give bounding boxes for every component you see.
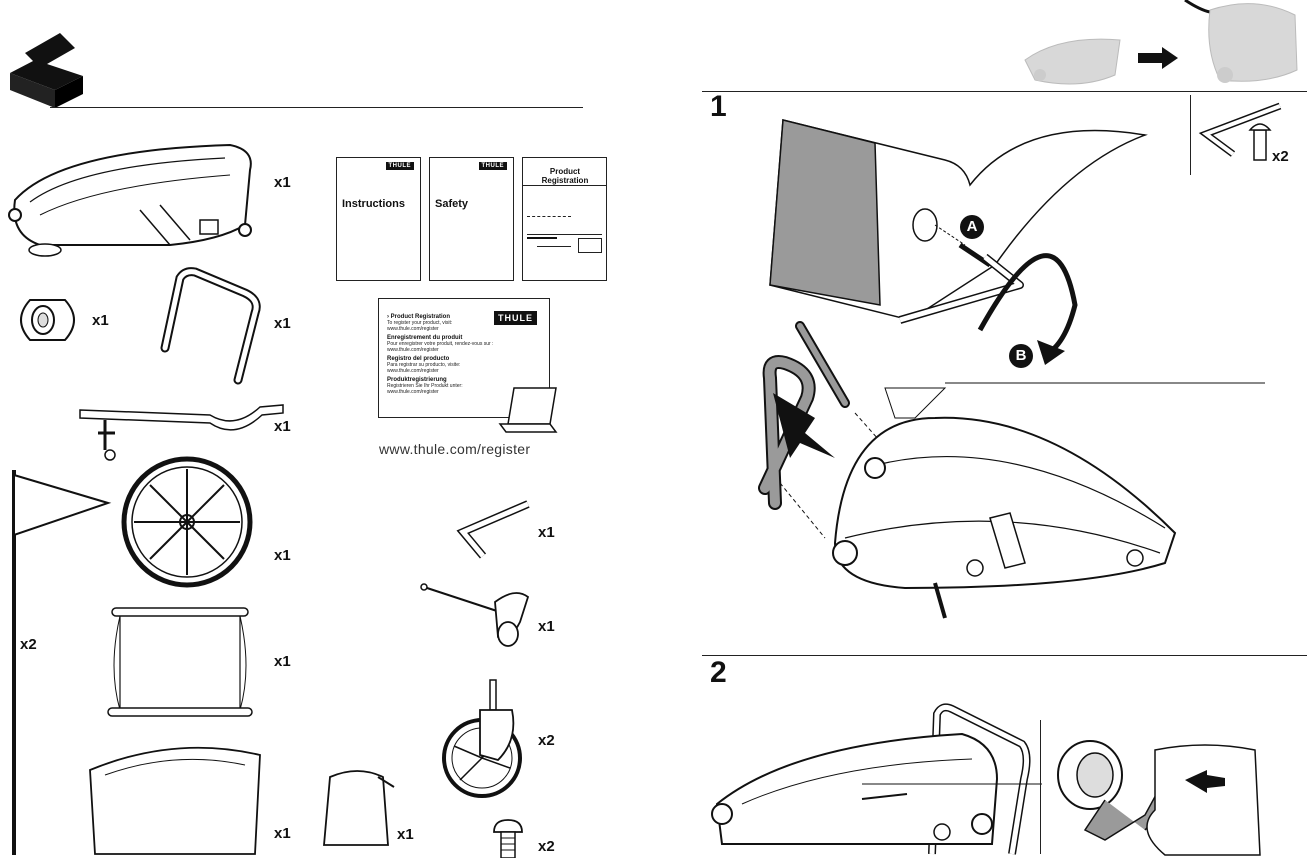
storage-pouch-illustration bbox=[323, 770, 395, 846]
stroller-wheel-illustration bbox=[442, 679, 522, 798]
register-url: www.thule.com/register bbox=[379, 441, 531, 457]
parts-box-icon bbox=[10, 33, 83, 108]
safety-booklet: THULE Safety bbox=[429, 157, 514, 281]
trailer-bumper-step-illustration bbox=[711, 703, 1042, 855]
product-registration-title: Product Registration bbox=[541, 167, 589, 185]
registration-line-en: To register your product, visit: www.thu… bbox=[387, 320, 453, 332]
safety-brand-tag: THULE bbox=[478, 162, 507, 170]
wheel-illustration bbox=[121, 456, 253, 588]
registration-line-de: Registrieren Sie Ihr Produkt unter: www.… bbox=[387, 383, 463, 395]
product-registration-card: Product Registration bbox=[522, 157, 607, 281]
safety-title: Safety bbox=[435, 198, 469, 210]
registration-line-es: Para registrar su producto, visite: www.… bbox=[387, 362, 461, 374]
trailer-body-qty: x1 bbox=[274, 174, 291, 191]
registration-heading-fr: Enregistrement du produit bbox=[387, 335, 463, 341]
sun-shade-illustration bbox=[107, 607, 253, 717]
hex-key-qty: x1 bbox=[538, 524, 555, 541]
instructions-brand-tag: THULE bbox=[385, 162, 414, 170]
step-2-number: 2 bbox=[710, 656, 727, 689]
registration-heading-en: › Product Registration bbox=[387, 314, 451, 320]
bolt-qty: x2 bbox=[538, 838, 555, 855]
registration-line-fr: Pour enregistrer votre produit, rendez-v… bbox=[387, 341, 494, 353]
handlebar-attachment-detail bbox=[769, 119, 1148, 365]
handlebar-qty: x1 bbox=[274, 315, 291, 332]
hex-key-illustration bbox=[456, 500, 530, 559]
quick-release-qty: x1 bbox=[538, 618, 555, 635]
step-1-number: 1 bbox=[710, 90, 727, 123]
registration-heading-es: Registro del producto bbox=[387, 356, 450, 362]
handlebar-illustration bbox=[160, 267, 261, 385]
tow-arm-qty: x1 bbox=[274, 418, 291, 435]
stroller-wheel-qty: x2 bbox=[538, 732, 555, 749]
step-2-inset-divider bbox=[1040, 720, 1041, 854]
instructions-title: Instructions bbox=[342, 198, 405, 210]
hardware-inset-qty: x2 bbox=[1272, 148, 1289, 165]
hardware-inset-divider bbox=[1190, 95, 1191, 175]
registration-brand-tag: THULE bbox=[494, 311, 537, 325]
bumper-roll-qty: x1 bbox=[92, 312, 109, 329]
callout-b-label: B bbox=[1015, 347, 1027, 364]
quick-release-illustration bbox=[420, 583, 530, 647]
registration-heading-de: Produktregistrierung bbox=[387, 377, 447, 383]
callout-a-icon bbox=[960, 215, 984, 239]
trailer-thumbnail-before bbox=[1024, 38, 1121, 85]
rain-cover-illustration bbox=[89, 746, 261, 855]
hardware-inset-illustration bbox=[1198, 102, 1282, 161]
storage-pouch-qty: x1 bbox=[397, 826, 414, 843]
step-1-rule bbox=[702, 91, 1307, 92]
callout-a-label: A bbox=[966, 218, 978, 235]
step-2-rule bbox=[702, 655, 1307, 656]
bolt-illustration bbox=[493, 819, 523, 858]
trailer-handlebar-assembly bbox=[758, 321, 1265, 619]
sun-shade-qty: x1 bbox=[274, 653, 291, 670]
safety-flag-illustration bbox=[12, 470, 112, 855]
header-rule bbox=[50, 107, 583, 108]
trailer-body-illustration bbox=[8, 143, 252, 257]
instructions-booklet: THULE Instructions bbox=[336, 157, 421, 281]
tow-arm-illustration bbox=[79, 404, 284, 461]
trailer-thumbnail-after bbox=[1184, 0, 1298, 83]
bumper-install-detail bbox=[1057, 740, 1261, 856]
laptop-icon bbox=[498, 387, 558, 433]
wheel-qty: x1 bbox=[274, 547, 291, 564]
callout-b-icon bbox=[1009, 344, 1033, 368]
direction-arrow-icon bbox=[1138, 47, 1178, 69]
safety-flag-qty: x2 bbox=[20, 636, 37, 653]
bumper-roll-illustration bbox=[20, 299, 75, 341]
rain-cover-qty: x1 bbox=[274, 825, 291, 842]
